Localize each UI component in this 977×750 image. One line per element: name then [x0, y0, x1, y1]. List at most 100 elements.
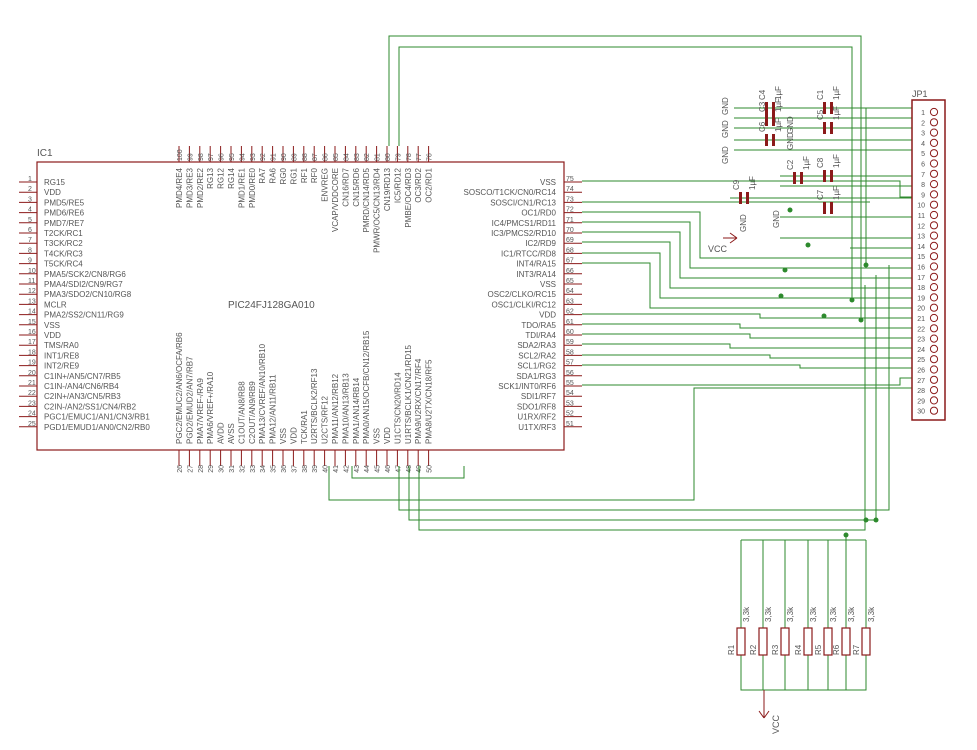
pin-number: 36 [281, 465, 288, 473]
pin-label: CN16/RD7 [341, 167, 350, 206]
pin-label: PMD2/RE2 [196, 167, 205, 208]
resistor-value: 3,3k [786, 606, 795, 622]
pin-number: 15 [28, 319, 36, 326]
pin-number: 71 [566, 217, 574, 224]
header-pin-pad [929, 190, 939, 199]
junction-dot [821, 313, 827, 319]
pin-label: C2OUT/AN9/RB9 [248, 381, 257, 444]
junction-dot [873, 517, 879, 523]
ic-body [36, 161, 565, 451]
pin-number: 92 [260, 153, 267, 161]
pin-label: PMD5/RE5 [44, 198, 85, 207]
pin-label: AVSS [227, 423, 236, 444]
pin-label: INT1/RE8 [44, 351, 80, 360]
header-pin-pad [929, 344, 939, 353]
capacitor-plate [765, 102, 768, 114]
pin-label: SCL1/RG2 [517, 362, 556, 371]
capacitor-value: 1µF [774, 118, 783, 132]
vcc-arrow-icon [729, 237, 738, 244]
pin-number: 16 [28, 329, 36, 336]
pin-label: PGC2/EMUC2/AN6/OCFA/RB6 [175, 332, 184, 444]
pin-number: 13 [28, 298, 36, 305]
pin-number: 55 [566, 380, 574, 387]
header-pin-pad [929, 180, 939, 189]
capacitor-ref: C2 [786, 159, 795, 170]
pin-number: 91 [271, 153, 278, 161]
pin-number: 3 [28, 196, 32, 203]
pin-label: C2IN+/AN3/CN5/RB3 [44, 392, 121, 401]
wire [582, 377, 912, 386]
pin-number: 57 [566, 360, 574, 367]
pin-number: 93 [250, 153, 257, 161]
pin-number: 9 [28, 258, 32, 265]
pin-number: 23 [28, 400, 36, 407]
resistor-group: R13,3kR23,3kR33,3kR43,3kR53,3kR63,3kR73,… [727, 606, 876, 656]
capacitor-plate [739, 192, 742, 204]
gnd-label: GND [739, 214, 748, 232]
capacitor-value: 1µF [832, 154, 841, 168]
junction-dot [778, 293, 784, 299]
wire [418, 285, 866, 531]
resistor-value: 3,3k [829, 606, 838, 622]
pin-label: VDD [289, 427, 298, 444]
pin-number: 80 [385, 153, 392, 161]
header-pin-number: 18 [917, 285, 925, 292]
header-pin-number: 29 [917, 398, 925, 405]
resistor-ref: R2 [749, 644, 758, 655]
resistor-value: 3,3k [809, 606, 818, 622]
pin-number: 28 [198, 465, 205, 473]
pin-label: T4CK/RC3 [44, 249, 83, 258]
pin-number: 7 [28, 237, 32, 244]
pin-number: 60 [566, 329, 574, 336]
pin-number: 74 [566, 186, 574, 193]
pin-label: PMD1/RE1 [237, 167, 246, 208]
pin-label: CN19/RD13 [383, 167, 392, 211]
pin-label: C2IN-/AN2/SS1/CN4/RB2 [44, 402, 137, 411]
pin-number: 2 [28, 186, 32, 193]
junction-dot [863, 262, 869, 268]
pin-label: IC3/PMCS2/RD10 [491, 229, 556, 238]
capacitor-ref: C3 [758, 101, 767, 112]
pin-number: 81 [375, 153, 382, 161]
junction-dot [863, 517, 869, 523]
pin-label: PMA0/AN15/OCFB/CN12/RB15 [362, 330, 371, 444]
header-pin-pad [929, 149, 939, 158]
capacitor-plate [772, 102, 775, 114]
capacitor-value: 1µF [832, 186, 841, 200]
pin-number: 46 [385, 465, 392, 473]
pin-label: TDI/RA4 [525, 331, 556, 340]
header-pins: 1234567891011121314151617181920212223242… [917, 107, 939, 416]
header-pin-number: 24 [917, 347, 925, 354]
pin-number: 95 [229, 153, 236, 161]
capacitor-plate [765, 114, 768, 126]
pin-label: ENVREG [321, 168, 330, 202]
capacitor-plate [772, 114, 775, 126]
resistor-body [823, 627, 833, 656]
pin-label: TCK/RA1 [300, 410, 309, 444]
junction-dot [805, 242, 811, 248]
pin-label: U1CTS/CN20/RD14 [393, 372, 402, 444]
pin-label: PMD4/RE4 [175, 167, 184, 208]
capacitor-plate [823, 122, 826, 134]
pin-label: C1IN+/AN5/CN7/RB5 [44, 372, 121, 381]
pin-label: VDD [44, 331, 61, 340]
header-pin-number: 8 [921, 182, 925, 189]
pin-number: 86 [323, 153, 330, 161]
header-pin-pad [929, 355, 939, 364]
pin-label: U2RTS/BCLK2/RF13 [310, 368, 319, 444]
pin-label: VSS [540, 178, 556, 187]
junction-dot [787, 207, 793, 213]
gnd-label: GND [786, 132, 795, 150]
pin-number: 84 [343, 153, 350, 161]
pin-number: 24 [28, 411, 36, 418]
wire [328, 387, 912, 501]
pin-label: PMD0/RE0 [248, 167, 257, 208]
header-pin-pad [929, 231, 939, 240]
pin-label: OSC1/CLKI/RC12 [492, 300, 557, 309]
pin-number: 35 [271, 465, 278, 473]
pin-label: VSS [279, 428, 288, 444]
pin-number: 18 [28, 349, 36, 356]
pin-number: 27 [187, 465, 194, 473]
pin-number: 79 [395, 153, 402, 161]
